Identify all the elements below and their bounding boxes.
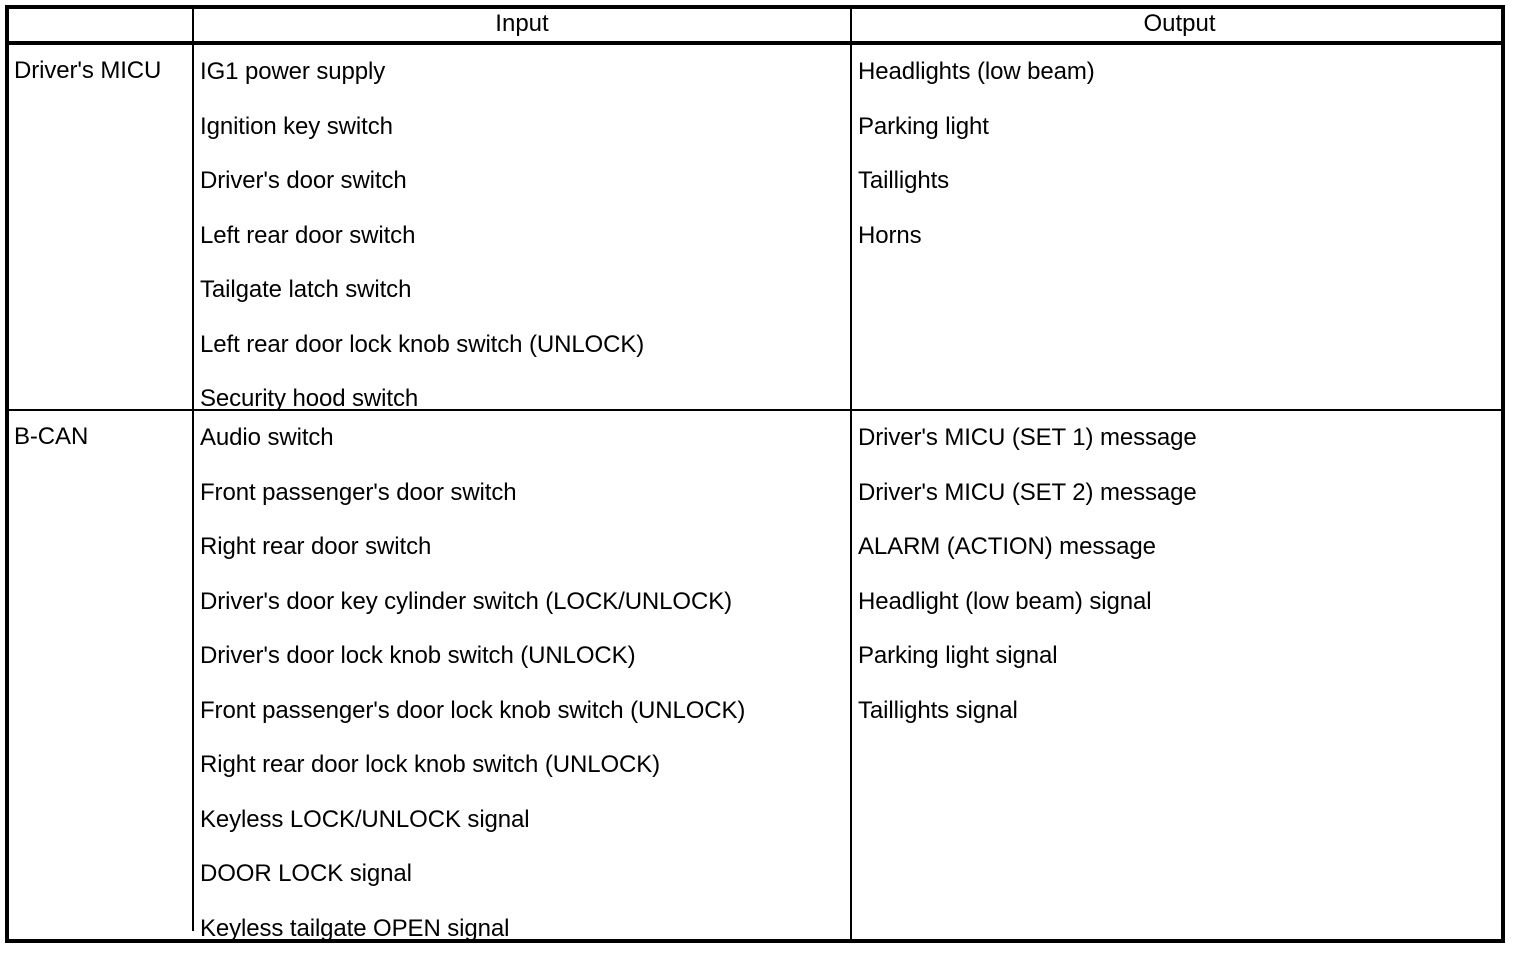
- section-label-drivers-micu: Driver's MICU: [14, 45, 192, 97]
- output-item: ALARM (ACTION) message: [858, 520, 1507, 575]
- input-item: Tailgate latch switch: [200, 263, 850, 318]
- input-item: Left rear door lock knob switch (UNLOCK): [200, 318, 850, 373]
- table-grid: Input Output Driver's MICU IG1 power sup…: [9, 9, 1501, 939]
- input-item: Ignition key switch: [200, 100, 850, 155]
- column-header-output: Output: [852, 9, 1507, 41]
- input-item: Audio switch: [200, 411, 850, 466]
- section-label-b-can: B-CAN: [14, 411, 192, 463]
- section-label-cell: Driver's MICU: [9, 45, 192, 409]
- input-item: DOOR LOCK signal: [200, 847, 850, 902]
- input-item: Front passenger's door switch: [200, 466, 850, 521]
- output-item: Headlights (low beam): [858, 45, 1507, 100]
- output-item: Taillights signal: [858, 684, 1507, 739]
- output-item: Driver's MICU (SET 1) message: [858, 411, 1507, 466]
- input-item: Right rear door switch: [200, 520, 850, 575]
- input-item: Driver's door switch: [200, 154, 850, 209]
- input-item: Driver's door lock knob switch (UNLOCK): [200, 629, 850, 684]
- input-item: IG1 power supply: [200, 45, 850, 100]
- input-item: Right rear door lock knob switch (UNLOCK…: [200, 738, 850, 793]
- input-item: Left rear door switch: [200, 209, 850, 264]
- section-input-cell: Audio switch Front passenger's door swit…: [194, 411, 850, 943]
- output-item: Driver's MICU (SET 2) message: [858, 466, 1507, 521]
- table-section-drivers-micu: Driver's MICU IG1 power supply Ignition …: [9, 45, 1501, 409]
- input-item: Front passenger's door lock knob switch …: [200, 684, 850, 739]
- input-item: Keyless LOCK/UNLOCK signal: [200, 793, 850, 848]
- input-item: Driver's door key cylinder switch (LOCK/…: [200, 575, 850, 630]
- section-output-cell: Driver's MICU (SET 1) message Driver's M…: [852, 411, 1507, 943]
- table-section-b-can: B-CAN Audio switch Front passenger's doo…: [9, 411, 1501, 943]
- output-item: Taillights: [858, 154, 1507, 209]
- section-label-cell: B-CAN: [9, 411, 192, 943]
- section-output-cell: Headlights (low beam) Parking light Tail…: [852, 45, 1507, 409]
- table-header-row: Input Output: [9, 9, 1501, 41]
- output-item: Horns: [858, 209, 1507, 264]
- column-header-input: Input: [194, 9, 850, 41]
- output-item: Parking light signal: [858, 629, 1507, 684]
- output-item: Parking light: [858, 100, 1507, 155]
- io-mapping-table: Input Output Driver's MICU IG1 power sup…: [5, 5, 1505, 943]
- output-item: Headlight (low beam) signal: [858, 575, 1507, 630]
- section-input-cell: IG1 power supply Ignition key switch Dri…: [194, 45, 850, 409]
